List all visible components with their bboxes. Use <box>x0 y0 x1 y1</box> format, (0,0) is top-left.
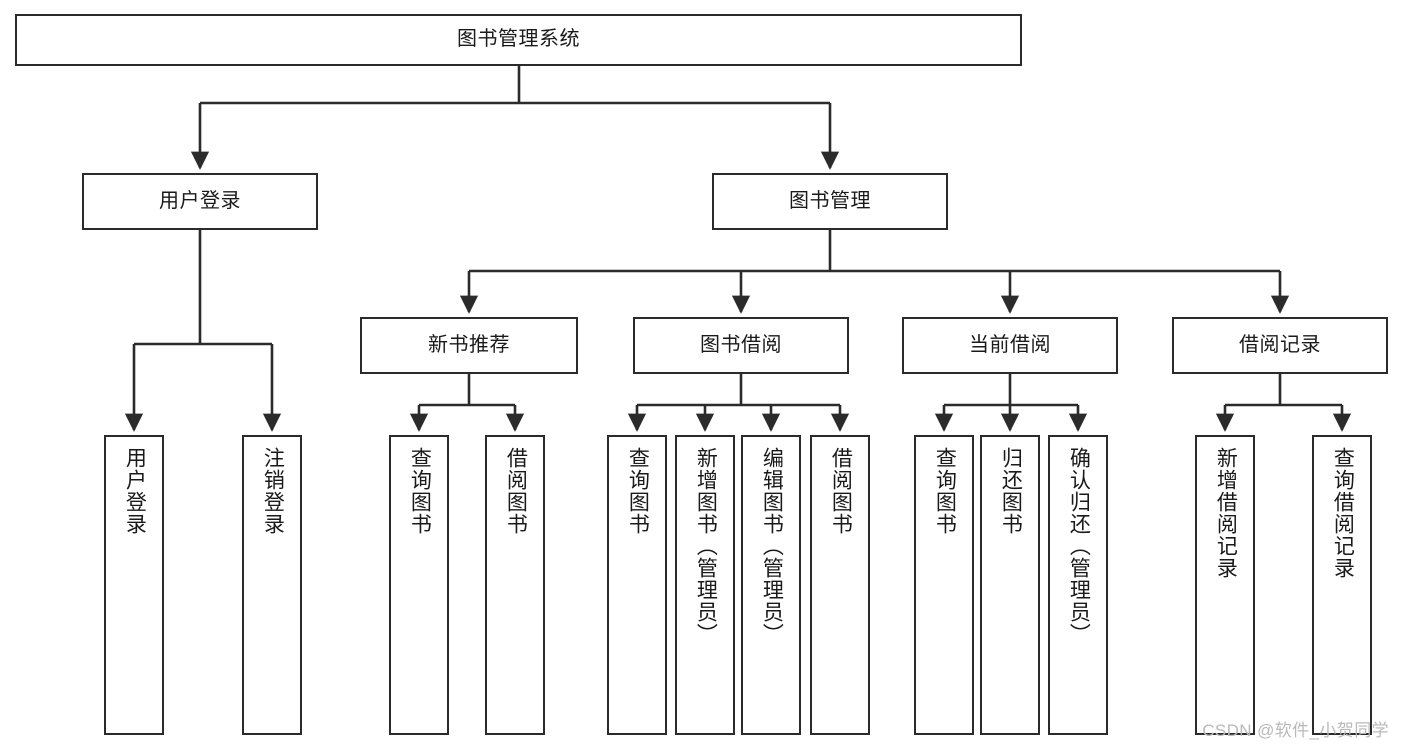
node-label: 查询图书 <box>626 447 650 535</box>
leaf-record-query[interactable]: 查询借阅记录 <box>1312 435 1372 735</box>
node-label: 用户登录 <box>123 447 147 535</box>
node-label: 确认归还（管理员） <box>1067 447 1091 645</box>
node-borrow-record[interactable]: 借阅记录 <box>1172 317 1388 374</box>
node-label: 编辑图书（管理员） <box>760 447 784 645</box>
leaf-borrow-edit-book[interactable]: 编辑图书（管理员） <box>741 435 801 735</box>
watermark-text: CSDN @软件_小贺同学 <box>1202 721 1389 740</box>
leaf-new-book-query[interactable]: 查询图书 <box>389 435 449 735</box>
node-label: 图书管理系统 <box>457 28 580 51</box>
node-book-management[interactable]: 图书管理 <box>712 173 948 230</box>
leaf-current-return-book[interactable]: 归还图书 <box>980 435 1040 735</box>
node-label: 新增图书（管理员） <box>694 447 718 645</box>
leaf-current-confirm-return[interactable]: 确认归还（管理员） <box>1048 435 1108 735</box>
node-label: 图书借阅 <box>700 333 782 356</box>
node-user-login[interactable]: 用户登录 <box>82 173 318 230</box>
node-label: 图书管理 <box>789 189 871 212</box>
leaf-borrow-add-book[interactable]: 新增图书（管理员） <box>675 435 735 735</box>
node-label: 借阅记录 <box>1239 333 1321 356</box>
node-new-book-recommend[interactable]: 新书推荐 <box>360 317 578 374</box>
leaf-borrow-query-book[interactable]: 查询图书 <box>607 435 667 735</box>
node-label: 归还图书 <box>999 447 1023 535</box>
node-label: 当前借阅 <box>969 333 1051 356</box>
leaf-current-query-book[interactable]: 查询图书 <box>914 435 974 735</box>
node-book-borrow[interactable]: 图书借阅 <box>633 317 849 374</box>
node-label: 用户登录 <box>159 189 241 212</box>
node-label: 新增借阅记录 <box>1214 447 1238 579</box>
node-label: 查询图书 <box>933 447 957 535</box>
node-label: 查询图书 <box>408 447 432 535</box>
leaf-record-add[interactable]: 新增借阅记录 <box>1195 435 1255 735</box>
node-current-borrow[interactable]: 当前借阅 <box>902 317 1118 374</box>
node-root-system[interactable]: 图书管理系统 <box>15 14 1022 66</box>
node-label: 新书推荐 <box>428 333 510 356</box>
node-label: 借阅图书 <box>829 447 853 535</box>
node-label: 查询借阅记录 <box>1331 447 1355 579</box>
leaf-new-book-borrow[interactable]: 借阅图书 <box>485 435 545 735</box>
node-label: 注销登录 <box>261 447 285 535</box>
node-label: 借阅图书 <box>504 447 528 535</box>
leaf-user-login-signin[interactable]: 用户登录 <box>104 435 164 735</box>
leaf-user-login-signout[interactable]: 注销登录 <box>242 435 302 735</box>
leaf-borrow-borrow-book[interactable]: 借阅图书 <box>810 435 870 735</box>
